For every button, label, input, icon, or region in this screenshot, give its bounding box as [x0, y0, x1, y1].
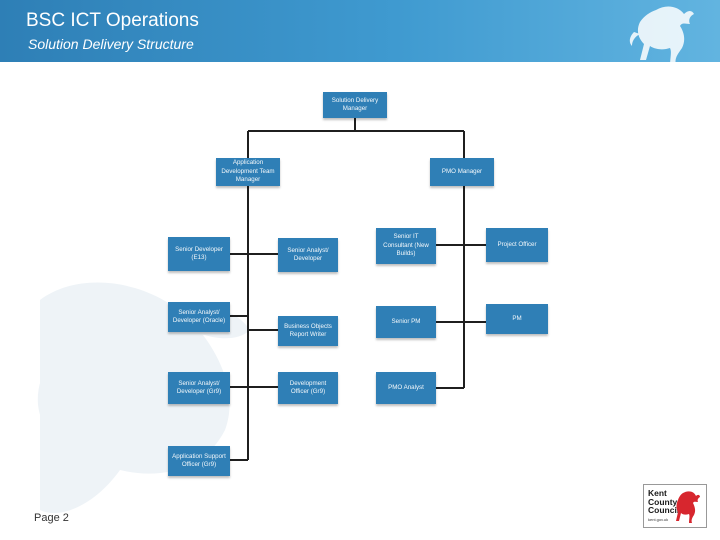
org-box-pmo-manager: PMO Manager: [430, 158, 494, 186]
page-title: BSC ICT Operations: [26, 10, 199, 31]
logo-wordmark: Kent County Council: [648, 488, 680, 515]
org-box-app-dev-manager: Application Development Team Manager: [216, 158, 280, 186]
horse-logo-icon: [676, 491, 700, 523]
logo-website: kent.gov.uk: [648, 517, 669, 522]
page-number: Page 2: [34, 512, 69, 524]
org-box-solution-delivery-manager: Solution Delivery Manager: [323, 92, 387, 118]
horse-emblem-icon: [629, 6, 694, 62]
org-box-senior-it-consultant: Senior IT Consultant (New Builds): [376, 228, 436, 264]
page-subtitle: Solution Delivery Structure: [28, 36, 194, 52]
org-box-senior-analyst-gr9: Senior Analyst/ Developer (Gr9): [168, 372, 230, 404]
org-box-pm: PM: [486, 304, 548, 334]
header-band: BSC ICT Operations Solution Delivery Str…: [0, 0, 720, 62]
org-box-business-objects-report-writer: Business Objects Report Writer: [278, 316, 338, 346]
org-box-senior-analyst-oracle: Senior Analyst/ Developer (Oracle): [168, 302, 230, 332]
org-box-senior-developer: Senior Developer (E13): [168, 237, 230, 271]
kent-county-council-logo: Kent County Council kent.gov.uk: [643, 484, 707, 528]
org-box-application-support-officer: Application Support Officer (Gr9): [168, 446, 230, 476]
org-box-senior-pm: Senior PM: [376, 306, 436, 338]
org-box-development-officer: Development Officer (Gr9): [278, 372, 338, 404]
org-box-pmo-analyst: PMO Analyst: [376, 372, 436, 404]
org-box-senior-analyst-developer: Senior Analyst/ Developer: [278, 238, 338, 272]
org-box-project-officer: Project Officer: [486, 228, 548, 262]
